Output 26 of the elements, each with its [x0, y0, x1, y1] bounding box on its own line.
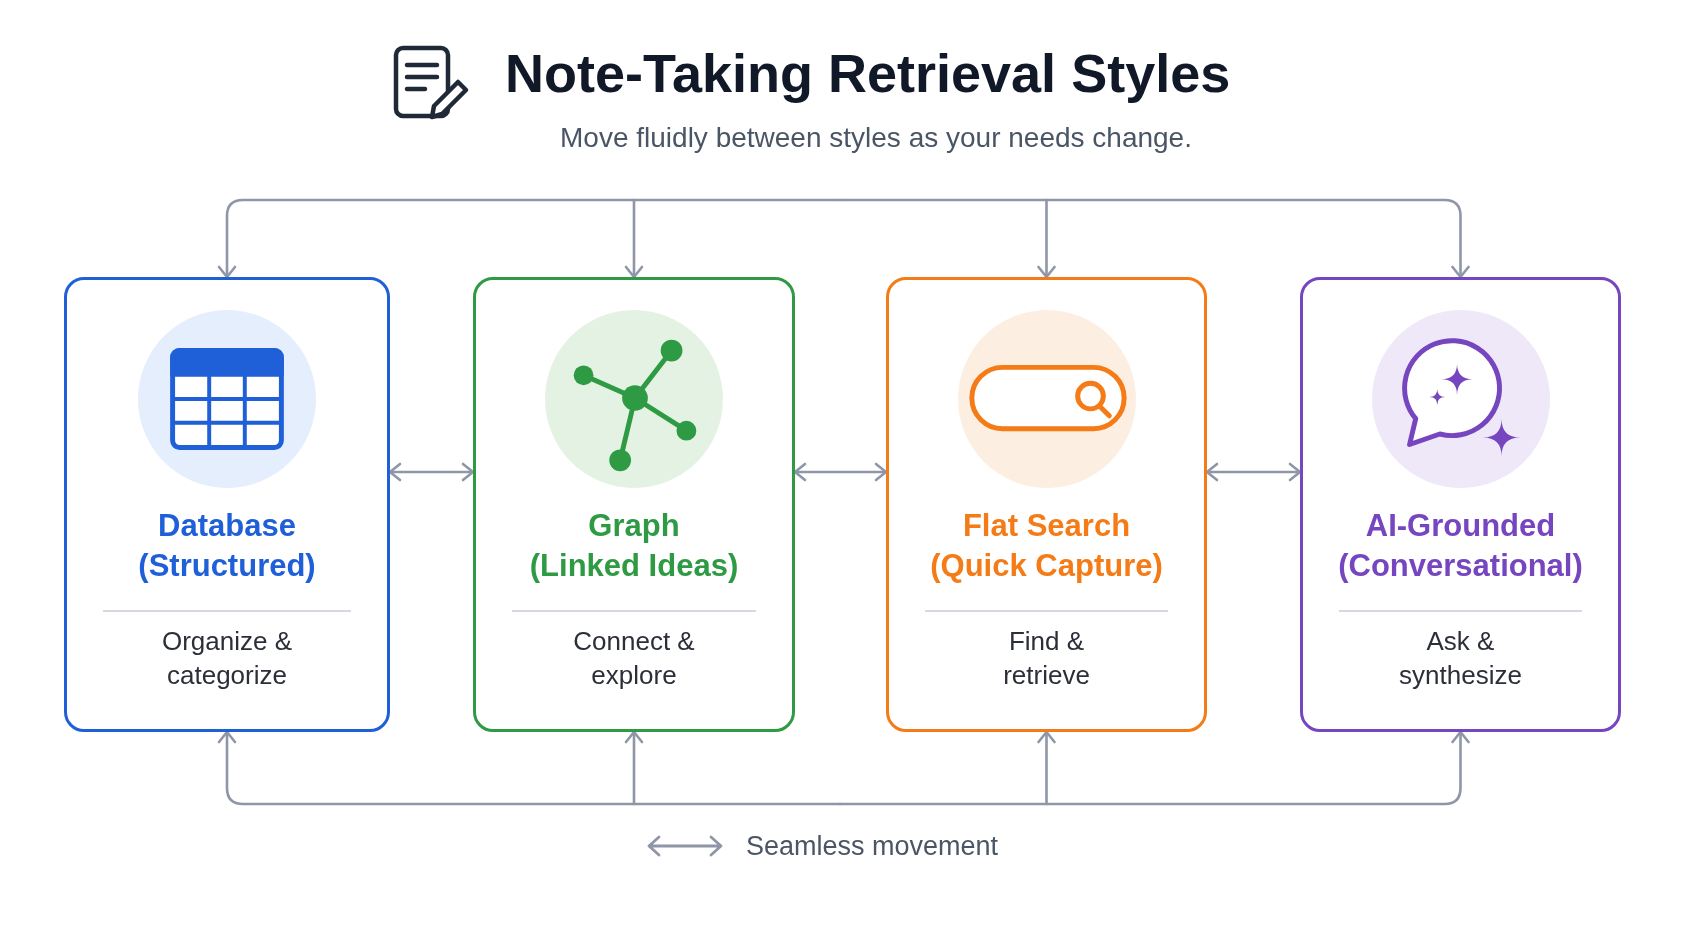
arrow	[624, 198, 644, 279]
arrow	[838, 730, 1470, 806]
legend-label: Seamless movement	[746, 830, 999, 863]
double-arrow	[1205, 462, 1302, 482]
style-card	[64, 277, 390, 732]
arrow	[1037, 730, 1056, 806]
card-title: Graph (Linked Ideas)	[529, 507, 739, 585]
arrow	[624, 730, 644, 806]
arrow	[838, 198, 1470, 279]
card-description: Find & retrieve	[1003, 625, 1090, 692]
subtitle: Move fluidly between styles as your needs change.	[560, 121, 1192, 155]
card-title: Flat Search (Quick Capture)	[930, 507, 1163, 585]
arrow	[217, 198, 842, 279]
arrow	[217, 730, 842, 806]
style-card	[1300, 277, 1621, 732]
card-title: Database (Structured)	[138, 507, 316, 585]
double-arrow	[793, 462, 888, 482]
style-card	[473, 277, 795, 732]
card-description: Organize & categorize	[161, 625, 293, 692]
card-description: Connect & explore	[573, 625, 695, 692]
style-card	[886, 277, 1207, 732]
diagram-title: Note-Taking Retrieval Styles	[505, 42, 1231, 104]
double-arrow	[388, 462, 475, 482]
card-description: Ask & synthesize	[1399, 625, 1522, 692]
card-title: AI-Grounded (Conversational)	[1338, 507, 1583, 585]
arrow	[1037, 198, 1056, 279]
